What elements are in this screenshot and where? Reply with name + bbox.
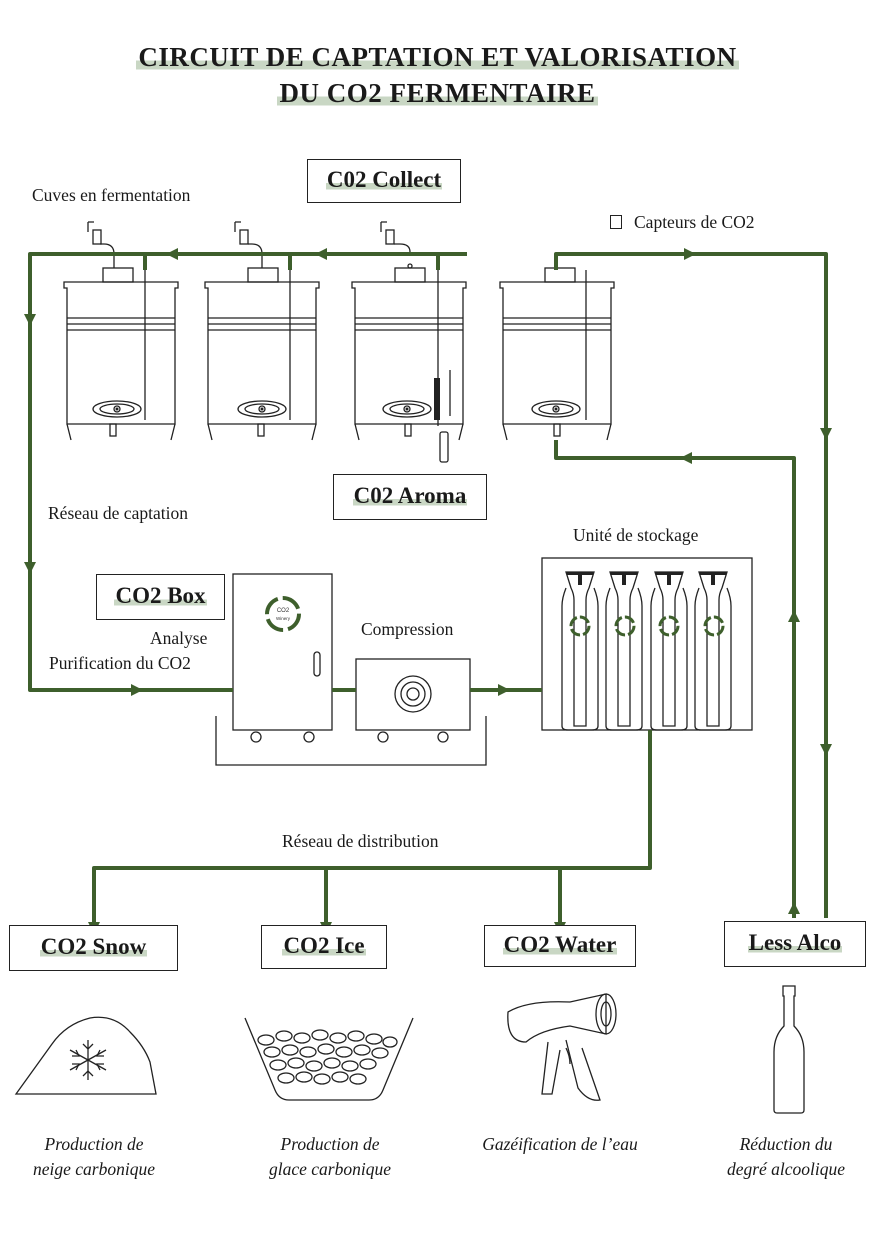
title-line-1: CIRCUIT DE CAPTATION ET VALORISATION (136, 42, 739, 72)
label-tanks: Cuves en fermentation (32, 185, 191, 205)
dry-ice-icon (244, 1017, 414, 1101)
title-line-2: DU CO2 FERMENTAIRE (277, 78, 598, 108)
fermentation-tank-2 (204, 221, 320, 441)
equipment-platform (215, 716, 487, 766)
module-co2-aroma: C02 Aroma (333, 474, 487, 520)
snowflake-icon (69, 1040, 107, 1080)
module-co2-snow: CO2 Snow (9, 925, 178, 971)
fermentation-tank-4 (499, 267, 615, 441)
module-co2-water: CO2 Water (484, 925, 636, 967)
svg-text:Winery: Winery (276, 616, 291, 621)
svg-text:CO2: CO2 (277, 608, 290, 614)
label-storage: Unité de stockage (573, 525, 699, 545)
storage-unit (541, 557, 753, 731)
module-less-alco: Less Alco (724, 921, 866, 967)
snow-pile-icon (14, 1016, 157, 1095)
fermentation-tank-3 (351, 221, 467, 463)
co2-box-unit (232, 573, 333, 743)
module-co2-collect: C02 Collect (307, 159, 461, 203)
compressor-unit (355, 658, 471, 743)
wine-bottle-icon (773, 985, 805, 1114)
label-sensors: Capteurs de CO2 (610, 212, 755, 233)
label-distribution-network: Réseau de distribution (282, 831, 439, 851)
module-co2-ice: CO2 Ice (261, 925, 387, 969)
soda-gun-icon (507, 993, 617, 1101)
module-co2-box: CO2 Box (96, 574, 225, 620)
bottle-logos (569, 615, 725, 637)
label-capture-network: Réseau de captation (48, 503, 188, 523)
label-analysis: Analyse (150, 628, 208, 648)
label-compression: Compression (361, 619, 454, 639)
sensor-legend-icon (610, 215, 622, 229)
fermentation-tank-1 (63, 221, 179, 441)
label-purification: Purification du CO2 (49, 653, 191, 673)
co2-winery-logo: CO2 Winery (265, 596, 301, 632)
caption-water: Gazéification de l’eau (482, 1134, 638, 1154)
